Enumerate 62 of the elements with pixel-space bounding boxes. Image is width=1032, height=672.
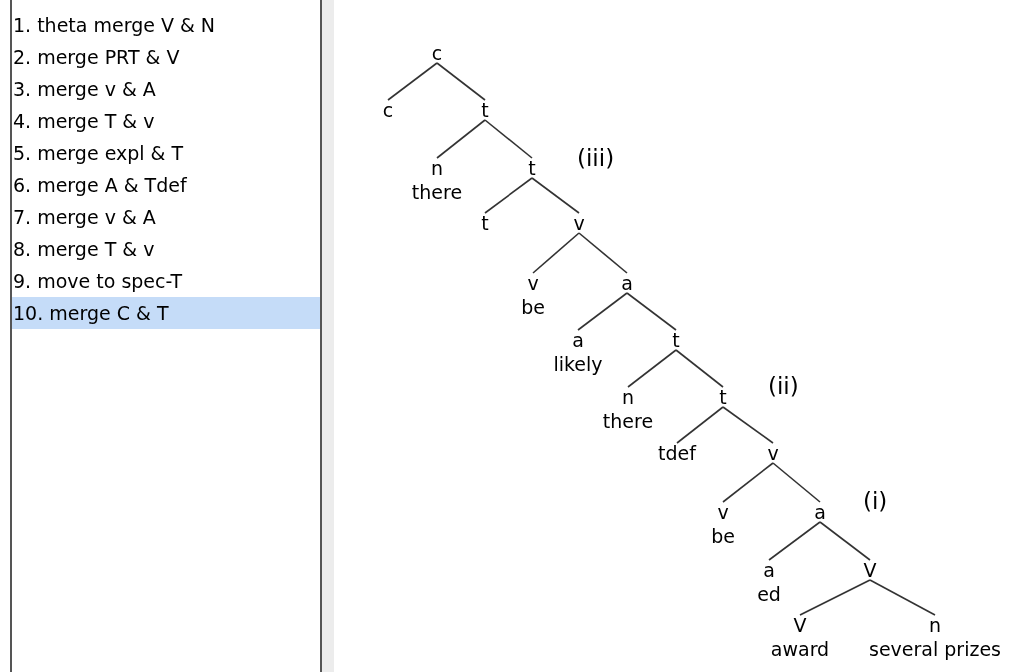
tree-branch bbox=[484, 119, 533, 159]
category-label: v bbox=[527, 273, 539, 293]
word-label: likely bbox=[553, 352, 603, 377]
category-label: n bbox=[431, 158, 443, 178]
tree-branch bbox=[768, 521, 821, 561]
tree-branch bbox=[722, 406, 774, 444]
word-label: there bbox=[602, 409, 654, 434]
tree-branch bbox=[577, 292, 628, 331]
category-label: t bbox=[672, 330, 680, 350]
category-label: tdef bbox=[658, 443, 696, 463]
list-item: 8. merge T & v bbox=[12, 237, 156, 262]
tree-branch bbox=[722, 462, 774, 503]
category-label: a bbox=[763, 560, 775, 580]
category-label: a bbox=[572, 330, 584, 350]
list-item: 6. merge A & Tdef bbox=[12, 173, 188, 198]
tree-branch bbox=[532, 232, 580, 274]
word-label: several prizes bbox=[869, 637, 1001, 662]
category-label: t bbox=[719, 387, 727, 407]
list-item: 4. merge T & v bbox=[12, 109, 156, 134]
category-label: v bbox=[717, 502, 729, 522]
word-label: ed bbox=[757, 582, 781, 607]
list-item: 1. theta merge V & N bbox=[12, 13, 217, 38]
annotation-label: (i) bbox=[863, 487, 888, 516]
tree-branch bbox=[531, 177, 580, 214]
category-label: n bbox=[929, 615, 941, 635]
category-label: V bbox=[863, 560, 877, 580]
word-label: there bbox=[411, 180, 463, 205]
annotation-label: (iii) bbox=[577, 144, 615, 173]
list-item: 7. merge v & A bbox=[12, 205, 157, 230]
tree-branch bbox=[484, 177, 533, 214]
category-label: n bbox=[622, 387, 634, 407]
tree-branch bbox=[772, 462, 821, 503]
category-label: t bbox=[481, 213, 489, 233]
tree-branch bbox=[869, 579, 936, 616]
tree-branch bbox=[627, 349, 677, 388]
tree-branch bbox=[799, 579, 871, 616]
list-item: 2. merge PRT & V bbox=[12, 45, 181, 70]
tree-branch bbox=[578, 232, 628, 274]
category-label: v bbox=[573, 213, 585, 233]
category-label: a bbox=[621, 273, 633, 293]
category-label: t bbox=[481, 100, 489, 120]
tree-branch bbox=[387, 62, 438, 101]
tree-branch bbox=[676, 406, 724, 444]
tree-branch bbox=[436, 119, 486, 159]
category-label: a bbox=[814, 502, 826, 522]
tree-branch bbox=[626, 292, 677, 331]
list-item: 5. merge expl & T bbox=[12, 141, 185, 166]
annotation-label: (ii) bbox=[768, 372, 799, 401]
category-label: V bbox=[793, 615, 807, 635]
category-label: v bbox=[767, 443, 779, 463]
tree-branch bbox=[436, 62, 486, 101]
list-item: 10. merge C & T bbox=[12, 297, 320, 329]
category-label: t bbox=[528, 158, 536, 178]
list-item: 9. move to spec-T bbox=[12, 269, 184, 294]
tree-branch bbox=[675, 349, 724, 388]
tree-branch bbox=[819, 521, 871, 561]
word-label: be bbox=[711, 524, 735, 549]
list-item: 3. merge v & A bbox=[12, 77, 157, 102]
category-label: c bbox=[431, 43, 443, 63]
word-label: award bbox=[770, 637, 830, 662]
category-label: c bbox=[382, 100, 394, 120]
word-label: be bbox=[521, 295, 545, 320]
